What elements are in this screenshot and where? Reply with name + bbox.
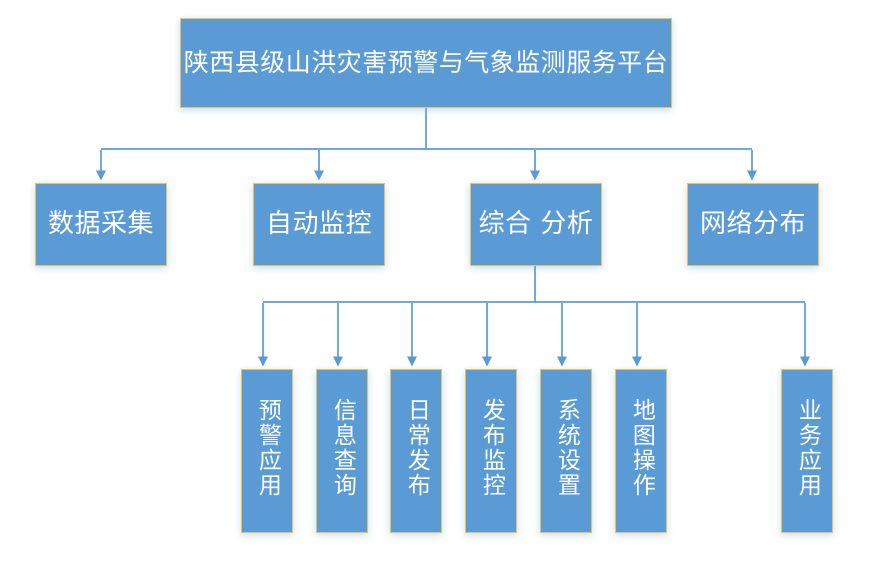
node-level3-label: 信息查询 [329, 398, 356, 498]
node-level3-label: 业务应用 [794, 398, 821, 498]
node-level2-label: 网络分布 [699, 208, 806, 239]
node-level3-label: 日常发布 [403, 398, 430, 498]
node-level2-label: 综合 分析 [478, 208, 594, 239]
node-level3-label: 预警应用 [254, 398, 281, 498]
node-level2-comprehensive-analysis[interactable]: 综合 分析 [470, 183, 602, 266]
node-level2-auto-monitoring[interactable]: 自动监控 [253, 183, 385, 266]
node-level3-label: 系统设置 [553, 398, 580, 498]
edge-group-analysis-to-level3 [258, 266, 810, 367]
node-level3-label: 地图操作 [628, 398, 655, 498]
node-level2-data-collection[interactable]: 数据采集 [35, 183, 167, 266]
node-level3-daily-release[interactable]: 日常发布 [390, 369, 442, 533]
edge-group-root-to-level2 [96, 108, 757, 181]
node-level3-release-monitoring[interactable]: 发布监控 [465, 369, 517, 533]
node-level2-network-distribution[interactable]: 网络分布 [687, 183, 819, 266]
node-level3-business-application[interactable]: 业务应用 [781, 369, 833, 533]
node-level3-system-settings[interactable]: 系统设置 [540, 369, 592, 533]
node-root-label: 陕西县级山洪灾害预警与气象监测服务平台 [183, 47, 669, 77]
node-level3-warning-application[interactable]: 预警应用 [241, 369, 293, 533]
node-level2-label: 自动监控 [265, 208, 372, 239]
node-level3-information-query[interactable]: 信息查询 [316, 369, 368, 533]
node-level3-label: 发布监控 [478, 398, 505, 498]
node-level3-map-operation[interactable]: 地图操作 [615, 369, 667, 533]
node-root[interactable]: 陕西县级山洪灾害预警与气象监测服务平台 [180, 18, 672, 108]
node-level2-label: 数据采集 [47, 208, 154, 239]
